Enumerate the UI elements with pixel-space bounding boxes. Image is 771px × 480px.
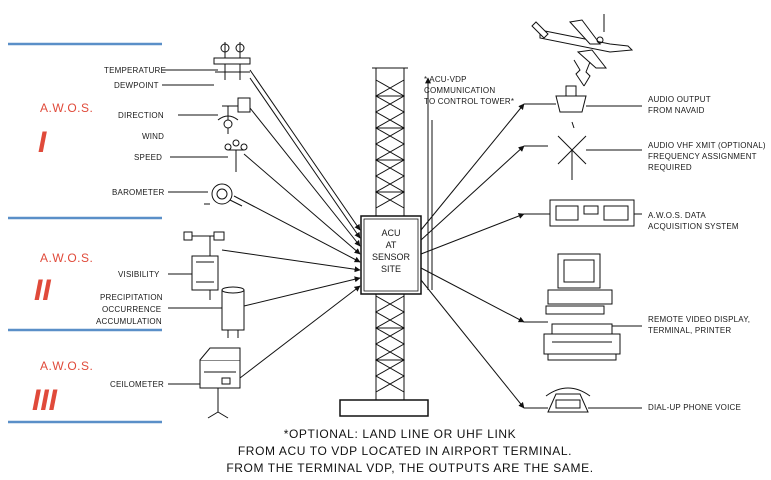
label-speed: SPEED (134, 153, 162, 162)
wind-direction-sensor-icon (217, 97, 251, 134)
label-precipitation: PRECIPITATION (100, 293, 163, 302)
label-occurrence: OCCURRENCE (102, 305, 161, 314)
acu-line-1: ACU (381, 228, 400, 238)
label-barometer: BAROMETER (112, 188, 164, 197)
label-terminal-printer: TERMINAL, PRINTER (648, 326, 731, 335)
tower-note-line-3: TO CONTROL TOWER* (424, 97, 514, 106)
label-direction: DIRECTION (118, 111, 164, 120)
label-from-navaid: FROM NAVAID (648, 106, 705, 115)
sensor-to-acu-lines (221, 69, 361, 379)
printer-icon (543, 323, 621, 361)
telephone-icon (545, 387, 591, 413)
awos-title-3: A.W.O.S. (40, 359, 93, 373)
acu-line-2: AT (386, 240, 397, 250)
footer-line-2: FROM ACU TO VDP LOCATED IN AIRPORT TERMI… (238, 444, 572, 458)
radio-signal-icon (573, 59, 591, 87)
awos-section-1: A.W.O.S. I (38, 101, 93, 159)
data-acquisition-unit-icon (549, 199, 635, 227)
label-temperature: TEMPERATURE (104, 66, 166, 75)
label-acquisition-system: ACQUISITION SYSTEM (648, 222, 739, 231)
tower-note-line-2: COMMUNICATION (424, 86, 495, 95)
sensor-leaders (162, 69, 228, 385)
tower-note-line-1: * ACU-VDP (424, 75, 467, 84)
awos-title-1: A.W.O.S. (40, 101, 93, 115)
label-dial-up-phone: DIAL-UP PHONE VOICE (648, 403, 741, 412)
tower-structure (339, 67, 429, 417)
footer-line-3: FROM THE TERMINAL VDP, THE OUTPUTS ARE T… (226, 461, 593, 475)
acu-to-output-lines (420, 103, 556, 409)
ceilometer-icon (199, 347, 241, 419)
awos-numeral-1: I (38, 126, 47, 159)
label-frequency-assignment: FREQUENCY ASSIGNMENT (648, 152, 757, 161)
footer-line-1: *OPTIONAL: LAND LINE OR UHF LINK (284, 427, 517, 441)
label-wind: WIND (142, 132, 164, 141)
precipitation-sensor-icon (221, 286, 245, 338)
visibility-sensor-icon (183, 231, 225, 300)
awos-section-2: A.W.O.S. II (34, 251, 93, 307)
airplane-icon (531, 14, 634, 69)
awos-numeral-3: III (32, 384, 58, 417)
computer-terminal-icon (545, 253, 613, 315)
wind-speed-sensor-icon (224, 139, 248, 172)
output-leaders (586, 105, 642, 409)
vhf-antenna-icon (557, 121, 587, 180)
label-ceilometer: CEILOMETER (110, 380, 164, 389)
label-visibility: VISIBILITY (118, 270, 160, 279)
awos-numeral-2: II (34, 274, 51, 307)
acu-box: ACU AT SENSOR SITE (360, 215, 422, 295)
label-required: REQUIRED (648, 163, 692, 172)
acu-line-4: SITE (381, 264, 401, 274)
tower-comm-arrow (425, 77, 433, 290)
barometer-icon (204, 183, 243, 207)
temperature-sensor-icon (213, 42, 251, 80)
navaid-icon (555, 85, 587, 113)
label-awos-data: A.W.O.S. DATA (648, 211, 706, 220)
label-remote-video-display: REMOTE VIDEO DISPLAY, (648, 315, 750, 324)
label-accumulation: ACCUMULATION (96, 317, 162, 326)
label-audio-output: AUDIO OUTPUT (648, 95, 711, 104)
label-dewpoint: DEWPOINT (114, 81, 159, 90)
awos-title-2: A.W.O.S. (40, 251, 93, 265)
awos-section-3: A.W.O.S. III (32, 359, 93, 417)
acu-line-3: SENSOR (372, 252, 411, 262)
label-audio-vhf: AUDIO VHF XMIT (OPTIONAL) (648, 141, 766, 150)
